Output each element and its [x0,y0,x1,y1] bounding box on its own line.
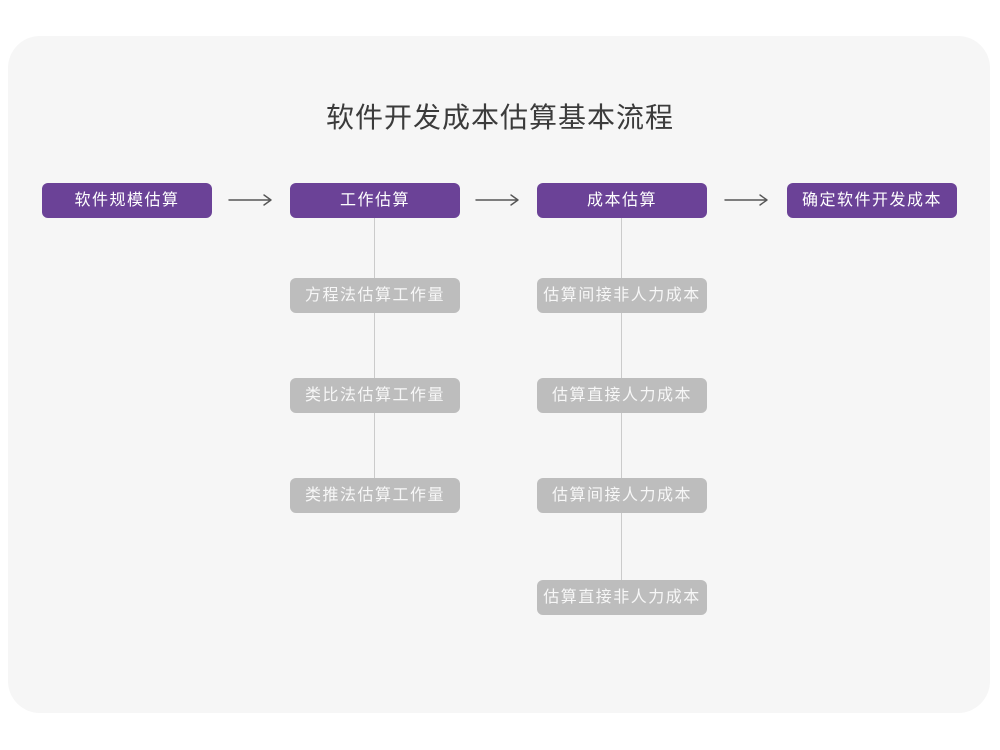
stage-software-scale-estimation: 软件规模估算 [42,183,212,218]
substep-indirect-nonlabor-cost: 估算间接非人力成本 [537,278,707,313]
stage-determine-dev-cost: 确定软件开发成本 [787,183,957,218]
substep-direct-nonlabor-cost: 估算直接非人力成本 [537,580,707,615]
substep-extrapolation-method: 类推法估算工作量 [290,478,460,513]
flow-arrow-3 [724,194,768,206]
stage-work-estimation: 工作估算 [290,183,460,218]
substep-direct-labor-cost: 估算直接人力成本 [537,378,707,413]
stage-cost-estimation: 成本估算 [537,183,707,218]
page-title: 软件开发成本估算基本流程 [325,102,674,133]
flow-arrow-2 [475,194,519,206]
substep-analogy-method: 类比法估算工作量 [290,378,460,413]
substep-equation-method: 方程法估算工作量 [290,278,460,313]
substep-indirect-labor-cost: 估算间接人力成本 [537,478,707,513]
flowchart-card [8,36,990,713]
flow-arrow-1 [228,194,272,206]
connector-line-work-estimation [374,218,375,480]
